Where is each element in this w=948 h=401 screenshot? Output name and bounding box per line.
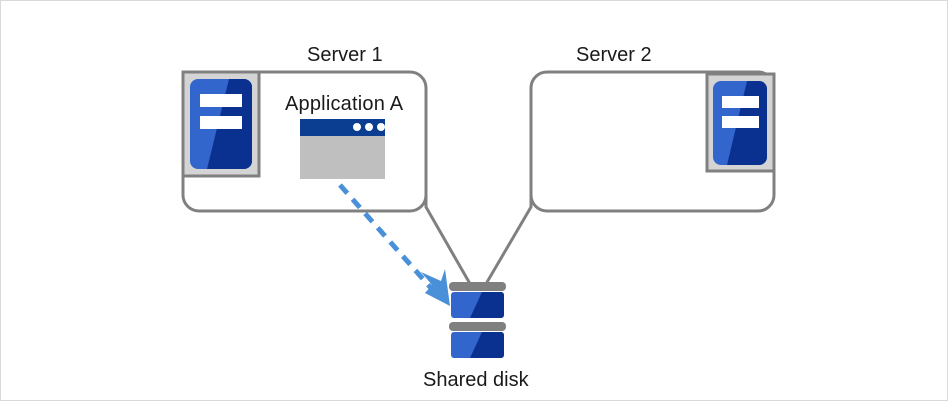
- server-icon: [705, 72, 776, 173]
- connector-server1-to-disk: [424, 144, 475, 290]
- application-label: Application A: [285, 93, 404, 115]
- window-dot-3: [377, 123, 385, 131]
- connector-server2-to-disk: [481, 144, 533, 290]
- application-to-disk-arrow: [338, 183, 450, 306]
- application-window-icon[interactable]: [300, 119, 385, 179]
- window-dot-1: [353, 123, 361, 131]
- disk-bar-top: [449, 282, 506, 291]
- server1-label: Server 1: [307, 44, 383, 66]
- disk-bar-bottom: [449, 322, 506, 331]
- server-icon: [181, 70, 261, 178]
- server2-label: Server 2: [576, 44, 652, 66]
- window-dot-2: [365, 123, 373, 131]
- database-disk-icon[interactable]: [449, 282, 506, 358]
- shared-disk-label: Shared disk: [423, 369, 529, 391]
